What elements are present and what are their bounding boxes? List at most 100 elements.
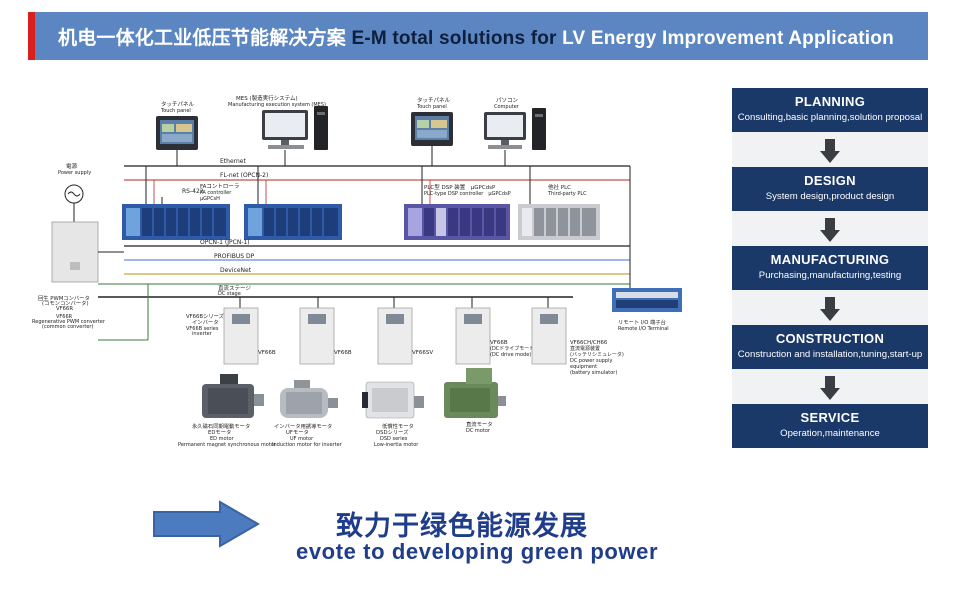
drive-5-jp2: (バッテリシミュレータ)	[570, 351, 624, 358]
motor-dc-jp: 直流モータ	[466, 420, 493, 428]
converter-jp: 回生 PWMコンバータ	[38, 294, 90, 302]
drive-2-model: VF66B	[334, 350, 352, 356]
motor-ed-en2: Permanent magnet synchronous motor	[178, 442, 277, 448]
bus-profibus: PROFIBUS DP	[214, 253, 255, 260]
third-plc-jp: 他社 PLC	[548, 183, 571, 191]
header-banner: 机电一体化工业低压节能解决方案 E-M total solutions for …	[28, 12, 928, 60]
remote-io-jp: リモート I/O 端子台	[618, 318, 666, 326]
inverter-series-jp: VF66Bシリーズ	[186, 312, 225, 320]
drive-4-sub-en: (DC drive mode)	[490, 352, 531, 358]
drive-5-jp: 直流電源装置	[570, 345, 600, 352]
flow-arrow-down-icon	[820, 376, 840, 400]
motor-ed: 永久磁石同期電動モータ EDモータ ED motor Permanent mag…	[178, 374, 277, 448]
inverter-series-en: VF66B series	[186, 326, 219, 332]
touch-panel-1: タッチパネル Touch panel	[156, 100, 198, 150]
mes-computer: MES (製造実行システム) Manufacturing execution s…	[228, 94, 328, 150]
plc-dsp-jp: PLC型 DSP 装置 μGPCdsP	[424, 183, 496, 191]
flow-step-design: DESIGN System design,product design	[732, 167, 928, 211]
converter-jp2: (コモンコンバータ)	[42, 299, 89, 307]
flow-step-desc: Purchasing,manufacturing,testing	[758, 270, 902, 281]
touch-panel-2-jp: タッチパネル	[417, 96, 451, 104]
motor-uf-en2: Induction motor for inverter	[272, 442, 343, 448]
drive-4-sub-jp: (DCドライブモード)	[490, 345, 536, 352]
power-supply: 電源 Power supply	[58, 162, 91, 222]
dc-stage-en: DC stage	[218, 291, 241, 297]
flow-step-desc: System design,product design	[765, 191, 895, 202]
drive-5: VF66CH/CH66 直流電源装置 (バッテリシミュレータ) DC power…	[531, 307, 624, 376]
flow-step-planning: PLANNING Consulting,basic planning,solut…	[732, 88, 928, 132]
touch-panel-1-jp: タッチパネル	[161, 100, 195, 108]
flow-step-manufacturing: MANUFACTURING Purchasing,manufacturing,t…	[732, 246, 928, 290]
converter-model: VF66R	[56, 306, 73, 312]
power-en: Power supply	[58, 170, 91, 176]
fa-controller-jp: FAコントローラ	[200, 183, 239, 190]
motor-dsd: 低慣性モータ DSDシリーズ DSD series Low-inertia mo…	[362, 381, 424, 448]
touch-panel-1-en: Touch panel	[160, 108, 191, 114]
bus-fl-net: FL-net (OPCN-2)	[220, 172, 268, 179]
drive-4-model: VF66B	[490, 340, 508, 346]
converter-en2: (common converter)	[42, 324, 93, 330]
third-plc-en: Third-party PLC	[547, 191, 587, 197]
fa-controller-en: FA controller	[200, 190, 232, 196]
mes-jp: MES (製造実行システム)	[236, 94, 298, 102]
inverter-series-en2: inverter	[192, 331, 213, 337]
flow-arrow-down-icon	[820, 218, 840, 242]
flow-step-title: CONSTRUCTION	[775, 331, 885, 346]
fa-controller-model: μGPCsH	[200, 196, 220, 202]
motor-dsd-en2: Low-inertia motor	[374, 442, 419, 448]
remote-io-en: Remote I/O Terminal	[618, 326, 669, 332]
mes-en: Manufacturing execution system (MES)	[228, 102, 326, 108]
motor-ed-code: EDモータ	[208, 428, 231, 436]
big-right-arrow-icon	[153, 500, 260, 548]
remote-io-terminal: リモート I/O 端子台 Remote I/O Terminal	[612, 166, 682, 332]
inverter-series-jp2: インバータ	[192, 318, 219, 326]
motor-uf-jp: インバータ用誘導モータ	[274, 422, 332, 430]
drive-1-model: VF66B	[258, 350, 276, 356]
flow-step-title: DESIGN	[804, 173, 856, 188]
dc-stage-jp: 直流ステージ	[218, 284, 251, 292]
converter-model2: VF66R	[56, 314, 73, 320]
motor-dsd-code: DSDシリーズ	[376, 428, 409, 436]
plc-dsp-rack	[404, 204, 510, 240]
slogan-cn: 致力于绿色能源发展	[336, 511, 588, 542]
drive-3: VF66SV	[377, 307, 433, 365]
third-party-plc-rack	[518, 204, 600, 240]
bus-opcn1: OPCN-1 (JPCN-1)	[200, 239, 250, 246]
bus-ethernet: Ethernet	[220, 158, 246, 165]
drive-5-en3: (battery simulator)	[570, 370, 617, 376]
motor-dsd-en1: DSD series	[380, 436, 408, 442]
motor-dc: 直流モータ DC motor	[444, 368, 506, 434]
power-jp: 電源	[66, 162, 78, 170]
converter-en: Regenerative PWM converter	[32, 319, 106, 325]
bus-devicenet: DeviceNet	[220, 267, 252, 274]
title-cn: 机电一体化工业低压节能解决方案	[58, 28, 347, 49]
system-diagram: タッチパネル Touch panel MES (製造実行システム) Manufa…	[28, 92, 708, 460]
plc-dsp-en: PLC-type DSP controller μGPCdsP	[424, 191, 511, 197]
fa-controller-rack-2	[244, 204, 342, 240]
motor-uf-en1: UF motor	[290, 436, 314, 442]
computer-jp: パソコン	[496, 97, 519, 104]
bus-rs422: RS-422	[182, 188, 204, 195]
process-flow: PLANNING Consulting,basic planning,solut…	[732, 88, 928, 448]
motor-ed-en1: ED motor	[210, 436, 235, 442]
flow-step-desc: Consulting,basic planning,solution propo…	[737, 112, 923, 123]
flow-step-service: SERVICE Operation,maintenance	[732, 404, 928, 448]
flow-step-title: MANUFACTURING	[770, 252, 890, 267]
title-en-dark: E-M total solutions for	[351, 28, 557, 49]
motor-ed-jp: 永久磁石同期電動モータ	[192, 422, 250, 430]
drive-1: VF66B	[223, 307, 276, 365]
flow-step-title: SERVICE	[800, 410, 860, 425]
drive-5-en: DC power supply	[570, 358, 612, 364]
fa-controller-rack-1	[122, 204, 230, 240]
drive-4: VF66B (DCドライブモード) (DC drive mode)	[455, 307, 536, 365]
page-title: 机电一体化工业低压节能解决方案 E-M total solutions for …	[58, 23, 894, 50]
flow-step-construction: CONSTRUCTION Construction and installati…	[732, 325, 928, 369]
flow-arrow-down-icon	[820, 139, 840, 163]
motor-dc-en1: DC motor	[466, 428, 491, 434]
motor-uf-code: UFモータ	[286, 428, 309, 436]
slogan-en: evote to developing green power	[296, 539, 659, 564]
computer-en: Computer	[494, 104, 520, 110]
pwm-converter: 回生 PWMコンバータ (コモンコンバータ) VF66R VF66R Regen…	[32, 221, 106, 330]
drive-3-model: VF66SV	[412, 350, 433, 356]
banner-accent-bar	[28, 12, 35, 60]
